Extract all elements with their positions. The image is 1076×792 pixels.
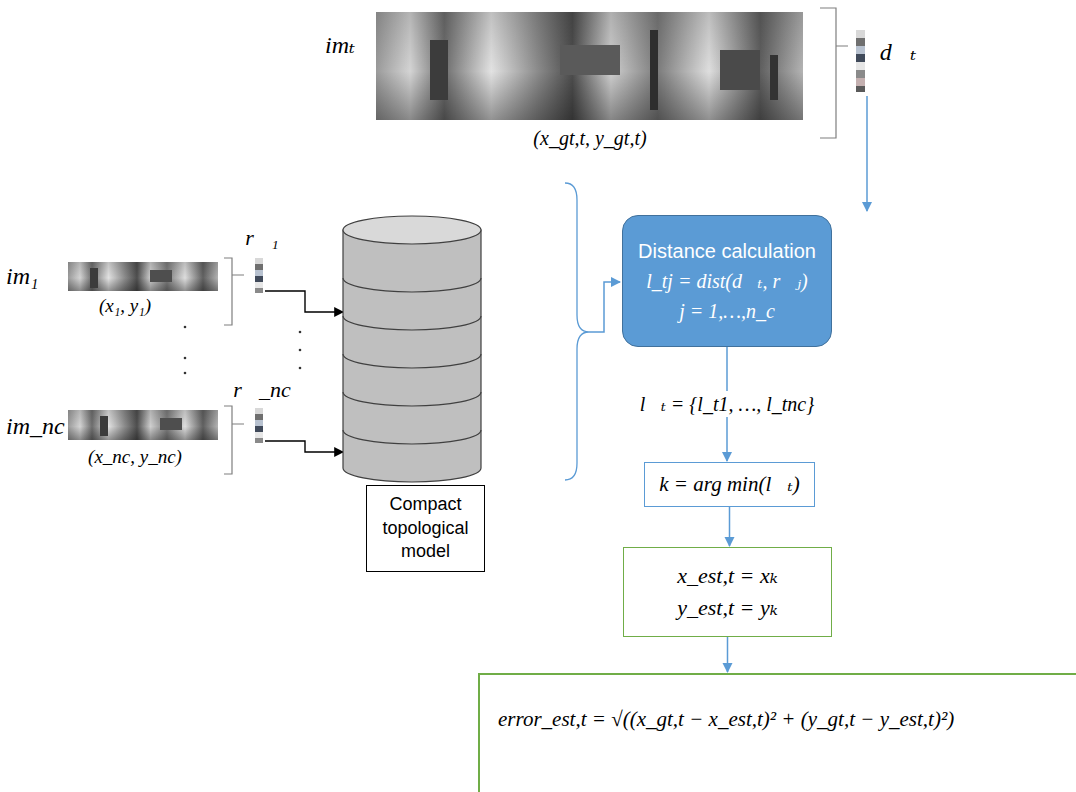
process-box: Distance calculationl_tj = dist(d⃗ₜ, r⃗ⱼ… [622,215,832,347]
node-text: error_est,t = √((x_gt,t − x_est,t)² + (y… [498,707,954,732]
descriptor-vector [255,258,263,293]
vector-label: d⃗ₜ [880,38,917,66]
ellipsis-dots [184,326,302,375]
panorama-image [68,262,218,291]
panorama-image [720,50,760,90]
ellipsis-dots [184,326,187,329]
ellipsis-dots [184,372,187,375]
descriptor-vector [856,78,865,86]
node-text: Distance calculation [638,236,816,266]
edge-label: l⃗ₜ = {l_t1, …, l_tnc} [636,391,818,417]
descriptor-vector [255,282,263,288]
bracket [820,8,848,138]
panorama-image [68,410,218,440]
panorama-image [650,30,658,110]
database-cylinder [343,216,481,482]
descriptor-vector [255,426,263,432]
position-label: (x_gt,t, y_gt,t) [533,127,646,150]
node-text: x_est,t = xₖ [677,560,777,592]
panorama-image [376,12,803,120]
ellipsis-dots [299,367,302,370]
bracket [224,258,244,325]
descriptor-vector [856,38,865,46]
descriptor-vector [856,46,865,54]
descriptor-vector [856,86,865,92]
vector-label: r⃗_nc [233,377,290,403]
descriptor-vector [255,276,263,282]
vector-label: r⃗₁ [245,225,278,251]
error-box: error_est,t = √((x_gt,t − x_est,t)² + (y… [478,673,1076,792]
ellipsis-dots [299,349,302,352]
model-box: Compact topological model [366,485,485,572]
model-arrow [589,282,620,332]
node-text: l_tj = dist(d⃗ₜ, r⃗ⱼ) [646,266,808,296]
panorama-image [100,416,108,436]
store-arrow [265,291,343,312]
descriptor-vector [856,70,865,78]
panorama-image [90,268,98,288]
image-label: im₁ [6,263,38,290]
descriptor-vector [255,420,263,426]
panorama-image [68,262,218,291]
estimate-box: x_est,t = xₖy_est,t = yₖ [623,547,832,637]
image-label: imₜ [325,31,355,59]
node-text: j = 1,…,n_c [679,296,775,326]
flow-arrow [727,637,729,672]
descriptor-vector [255,438,263,443]
descriptor-vector [255,414,263,420]
panorama-image [68,410,218,440]
descriptor-vector [255,264,263,270]
descriptor-vector [255,408,263,414]
flow-arrow [729,507,731,546]
node-text: k = arg min(l⃗ₜ) [659,472,799,497]
panorama-image [560,45,620,75]
node-text: Compact topological model [373,493,478,563]
panorama-image [376,12,803,120]
brace [565,183,589,480]
database-cylinder [343,278,481,444]
panorama-image [376,12,803,120]
descriptor-vector [856,62,865,70]
panorama-image [160,418,182,430]
store-arrow [265,441,343,452]
panorama-image [68,262,218,291]
database-cylinder [343,216,481,244]
database-cylinder [343,230,481,482]
panorama-image [150,270,172,282]
node-text: y_est,t = yₖ [677,592,777,624]
position-label: (x_nc, y_nc) [88,446,182,468]
position-label: (x₁, y₁) [99,295,151,317]
panorama-image [430,40,448,100]
ellipsis-dots [184,357,187,360]
descriptor-vector [856,30,865,92]
panorama-image [770,55,778,100]
descriptor-vector [255,270,263,276]
descriptor-vector [255,432,263,438]
image-label: im_nc [6,413,65,440]
descriptor-vector [856,30,865,38]
descriptor-vector [255,408,263,443]
ellipsis-dots [299,331,302,334]
input-arrow [866,96,868,211]
bracket [224,406,244,474]
descriptor-vector [255,288,263,293]
descriptor-vector [856,54,865,62]
panorama-image [68,410,218,440]
descriptor-vector [255,258,263,264]
argmin-box: k = arg min(l⃗ₜ) [644,462,815,507]
